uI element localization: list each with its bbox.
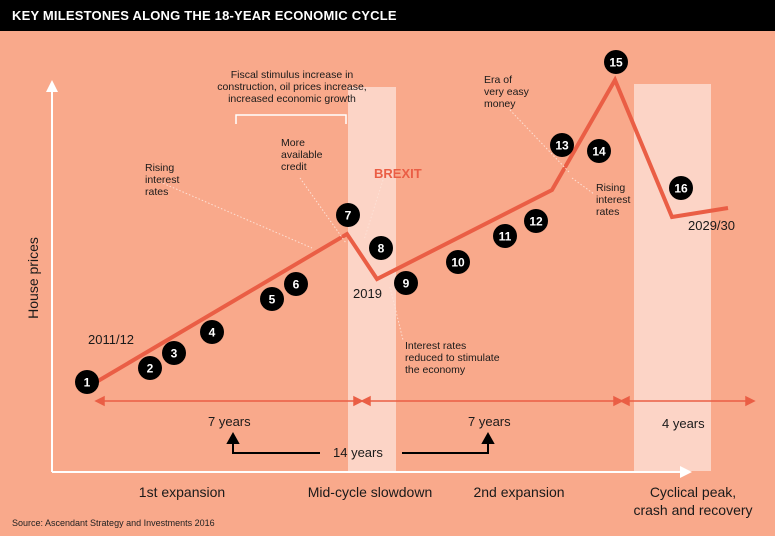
annotation-leaders [159,109,595,341]
milestone-dot [284,272,308,296]
x-axis-arrow [680,466,692,478]
milestone-number: 3 [171,347,178,361]
year-label-end: 2029/30 [688,218,735,233]
milestone-marker-11: 11 [493,224,517,248]
milestone-dot [446,250,470,274]
leader-easy-money [509,109,570,173]
milestone-marker-1: 1 [75,370,99,394]
milestone-number: 2 [147,362,154,376]
leader-rising1 [159,181,313,249]
year-label-mid: 2019 [353,286,382,301]
duration-1st: 7 years [208,414,251,429]
duration-arrows [94,395,756,407]
milestone-number: 14 [592,145,606,159]
leader-credit [299,177,347,244]
milestone-marker-13: 13 [550,133,574,157]
milestone-marker-14: 14 [587,139,611,163]
milestone-marker-9: 9 [394,271,418,295]
source-note: Source: Ascendant Strategy and Investmen… [12,518,215,528]
milestone-marker-4: 4 [200,320,224,344]
milestone-dot [394,271,418,295]
milestone-marker-2: 2 [138,356,162,380]
house-price-line [96,75,729,383]
brexit-label: BREXIT [374,166,422,181]
milestone-dot [336,203,360,227]
y-axis-label: House prices [25,237,41,319]
duration-2nd: 7 years [468,414,511,429]
milestone-number: 7 [345,209,352,223]
milestone-dot [524,209,548,233]
milestone-dot [138,356,162,380]
mid-cycle-band [348,87,396,471]
milestone-dot [669,176,693,200]
milestone-marker-16: 16 [669,176,693,200]
phase-label-4: Cyclical peak,crash and recovery [633,484,752,518]
milestone-number: 11 [499,230,512,244]
milestone-number: 12 [529,215,543,229]
year-label-start: 2011/12 [88,332,134,347]
milestone-marker-3: 3 [162,341,186,365]
milestone-dot [550,133,574,157]
milestone-number: 6 [293,278,300,292]
milestone-number: 1 [84,376,91,390]
phase-label-3: 2nd expansion [473,484,564,500]
milestone-marker-15: 15 [604,50,628,74]
milestone-marker-12: 12 [524,209,548,233]
leader-rising2 [571,177,595,195]
milestone-dot [162,341,186,365]
milestone-number: 9 [403,277,410,291]
phase-label-2: Mid-cycle slowdown [308,484,432,500]
milestone-number: 15 [609,56,623,70]
milestone-dot [260,287,284,311]
peak-band [634,84,711,471]
milestone-number: 16 [674,182,688,196]
milestone-dot [604,50,628,74]
milestone-marker-8: 8 [369,236,393,260]
milestone-marker-7: 7 [336,203,360,227]
y-axis-arrow [46,80,58,92]
fiscal-bracket [235,114,347,124]
fourteen-years-bracket [226,431,495,454]
milestone-dot [587,139,611,163]
milestone-marker-10: 10 [446,250,470,274]
milestone-marker-6: 6 [284,272,308,296]
milestone-number: 5 [269,293,276,307]
milestone-dot [200,320,224,344]
milestone-number: 13 [555,139,569,153]
phase-label-1: 1st expansion [139,484,225,500]
chart-title: KEY MILESTONES ALONG THE 18-YEAR ECONOMI… [0,0,775,31]
milestone-number: 4 [209,326,216,340]
milestone-dot [493,224,517,248]
milestone-number: 10 [451,256,465,270]
duration-peak: 4 years [662,416,705,431]
duration-total: 14 years [333,445,383,460]
milestone-dot [369,236,393,260]
milestone-number: 8 [378,242,385,256]
milestone-dot [75,370,99,394]
milestone-marker-5: 5 [260,287,284,311]
